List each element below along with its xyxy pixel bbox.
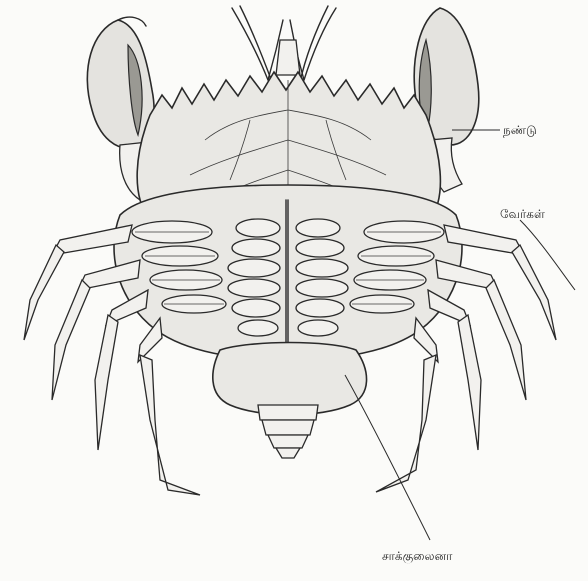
antennae [232,6,336,82]
label-gills: வேர்கள் [500,207,545,221]
thorax [114,185,462,360]
label-crab: நண்டு [503,123,537,137]
label-sacculina: சாக்குலைனா [382,549,453,563]
abdomen [213,343,367,459]
